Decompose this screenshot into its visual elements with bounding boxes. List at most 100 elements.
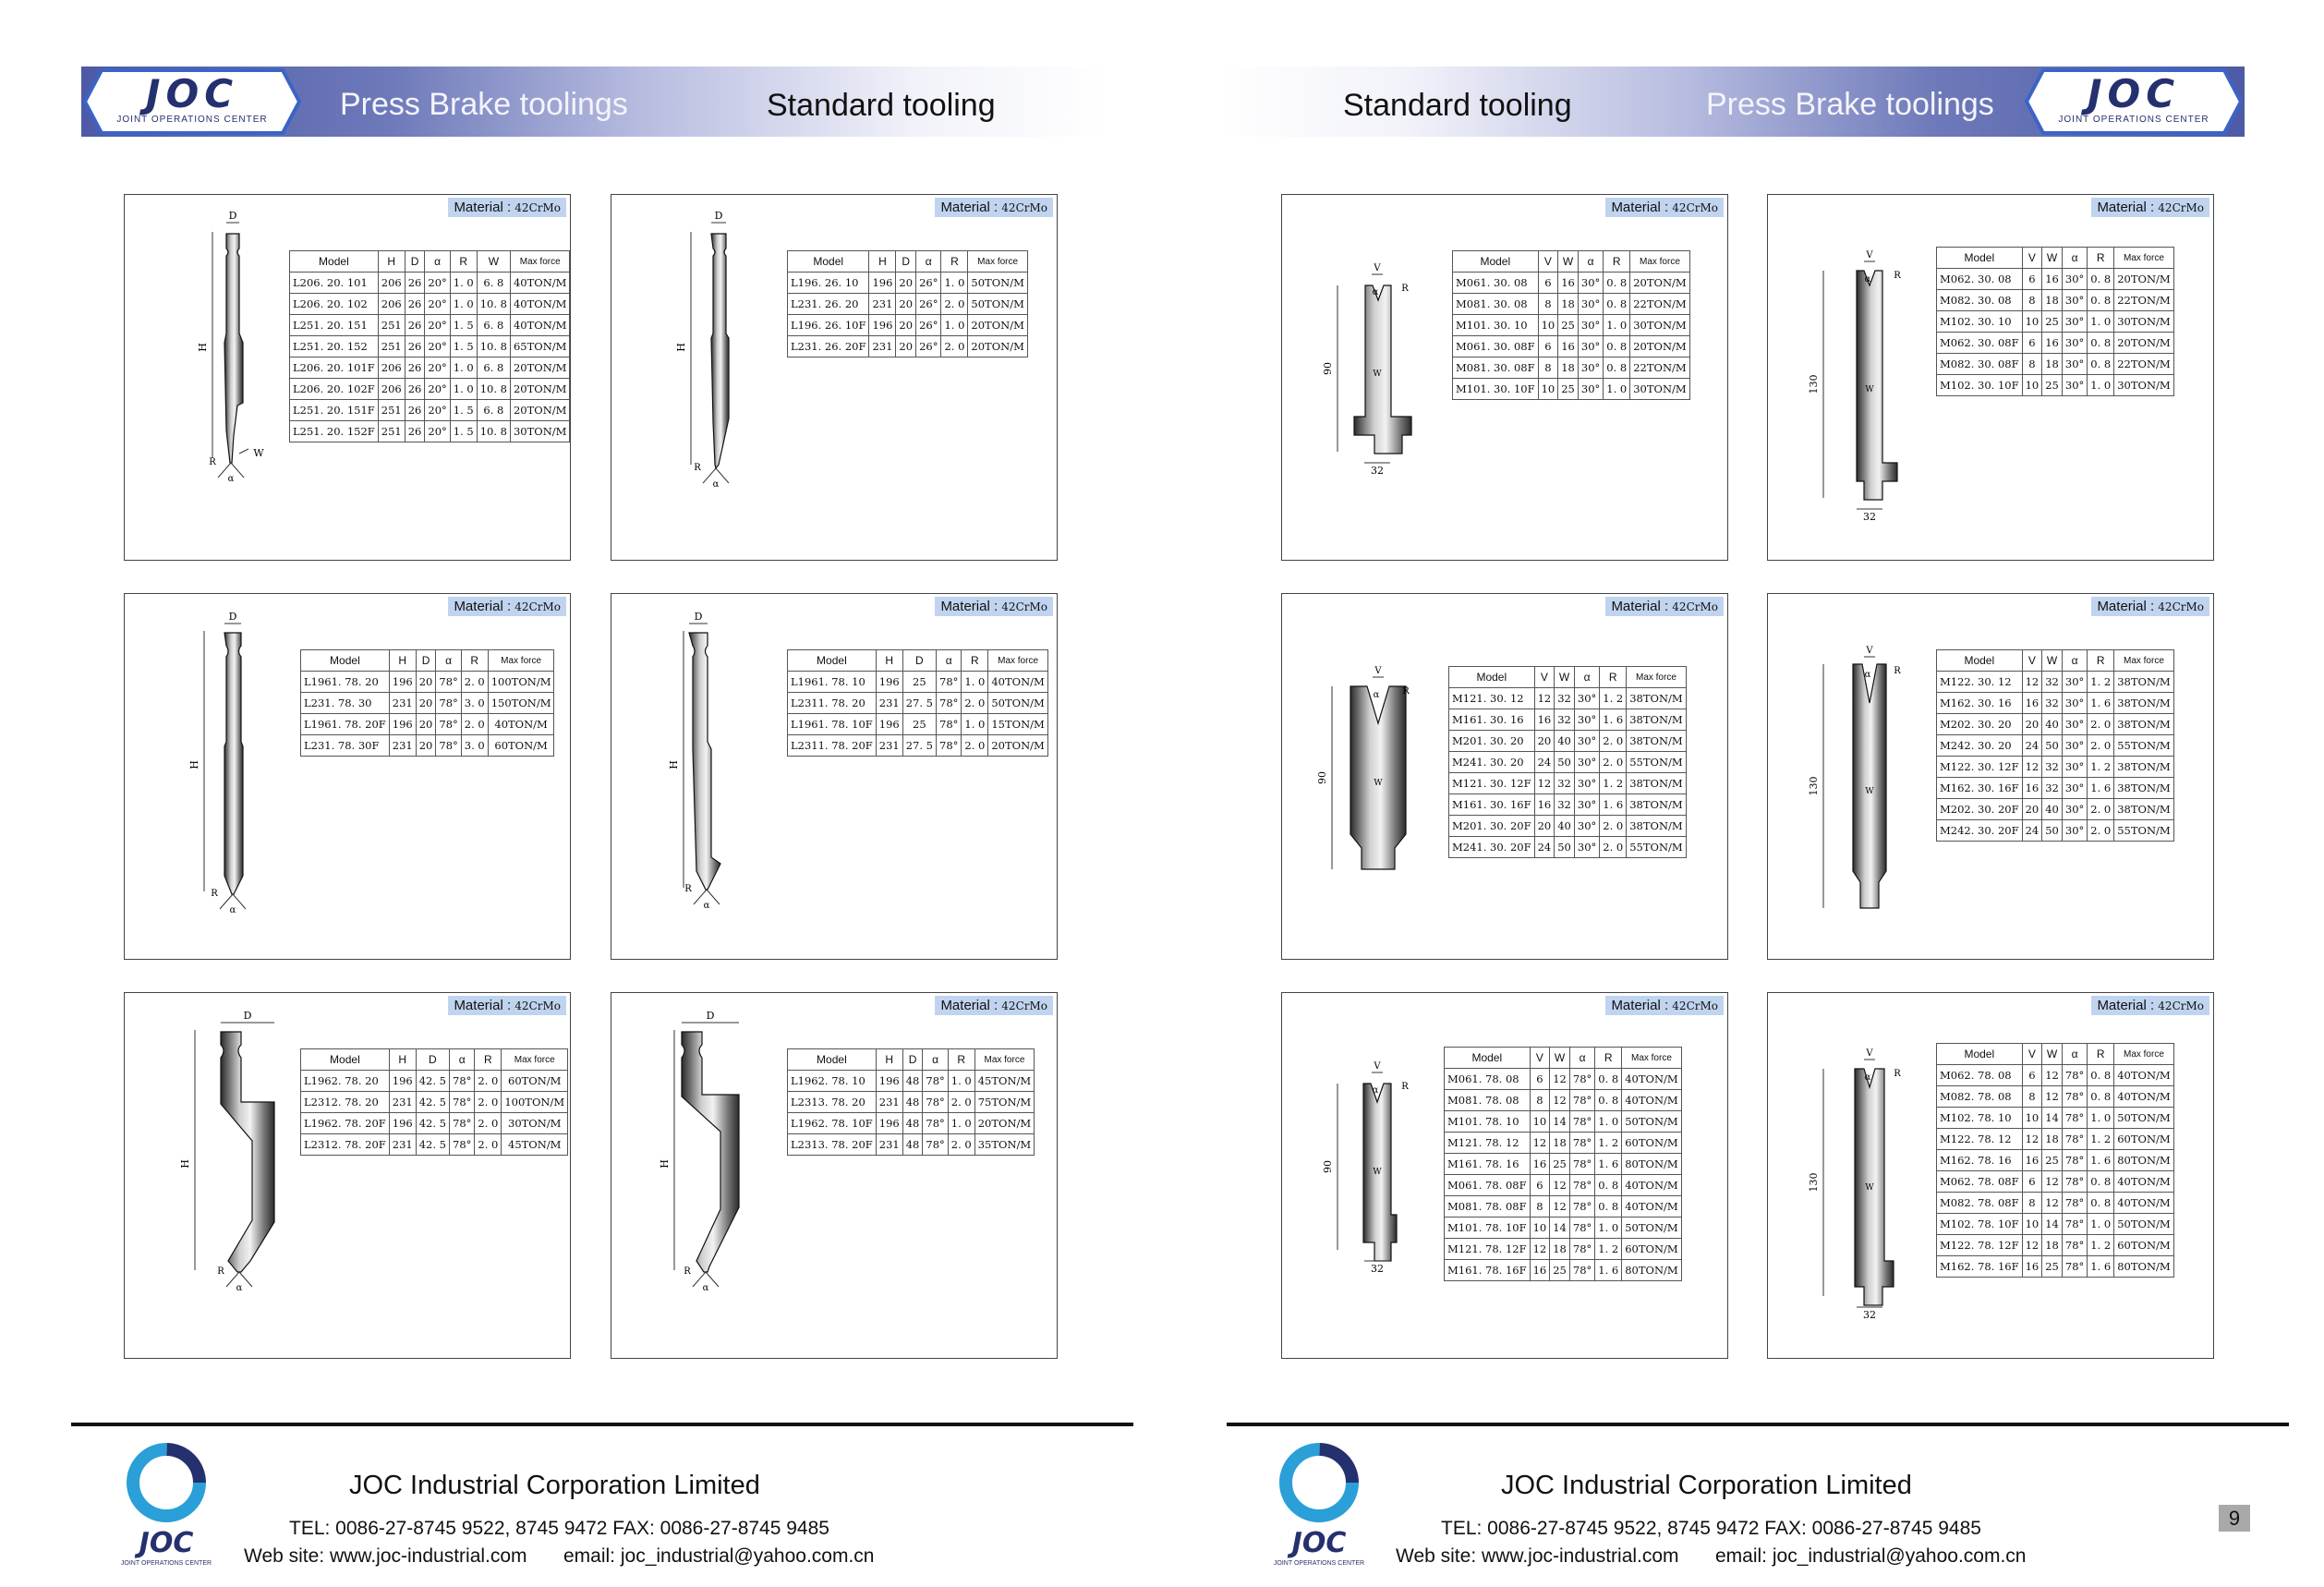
table-cell: 26 bbox=[404, 378, 426, 400]
material-label: Material : bbox=[1611, 200, 1673, 215]
table-cell: 40 bbox=[1554, 815, 1575, 837]
table-cell: 42. 5 bbox=[415, 1112, 451, 1134]
column-header: α bbox=[1573, 666, 1601, 688]
table-cell: 16 bbox=[2041, 268, 2063, 290]
column-header: Max force bbox=[967, 250, 1028, 273]
dimension-label: W bbox=[1374, 779, 1383, 788]
table-cell: 25 bbox=[1549, 1259, 1570, 1281]
dimension-line bbox=[238, 448, 249, 454]
table-cell: M161. 78. 16F bbox=[1444, 1259, 1531, 1281]
table-cell: 0. 8 bbox=[2087, 1170, 2115, 1193]
table-cell: 38TON/M bbox=[2113, 798, 2174, 820]
table-cell: 8 bbox=[1529, 1089, 1551, 1111]
table-cell: 6 bbox=[2021, 1064, 2043, 1086]
table-cell: 20° bbox=[424, 335, 451, 357]
table-cell: 20TON/M bbox=[509, 378, 571, 400]
table-cell: 196 bbox=[868, 272, 897, 294]
table-cell: 14 bbox=[1549, 1217, 1570, 1239]
table-cell: 20 bbox=[2021, 798, 2043, 820]
column-header: Max force bbox=[509, 250, 571, 273]
svg-text:JOC: JOC bbox=[1288, 1527, 1347, 1559]
table-cell: 30° bbox=[2061, 734, 2088, 757]
table-cell: 50TON/M bbox=[967, 293, 1028, 315]
table-cell: 60TON/M bbox=[2113, 1128, 2174, 1150]
table-cell: 78° bbox=[2061, 1213, 2088, 1235]
table-cell: 24 bbox=[1533, 751, 1555, 773]
material-tag: Material : 42CrMo bbox=[2091, 996, 2209, 1015]
table-cell: 10. 8 bbox=[476, 335, 511, 357]
table-cell: M241. 30. 20F bbox=[1448, 836, 1535, 858]
die-profile-icon bbox=[1856, 270, 1898, 501]
table-cell: 38TON/M bbox=[1626, 794, 1687, 816]
dimension-label: W bbox=[1865, 787, 1874, 796]
table-cell: 24 bbox=[1533, 836, 1555, 858]
table-cell: 196 bbox=[875, 671, 903, 693]
table-cell: 0. 8 bbox=[1603, 357, 1631, 379]
table-cell: 20TON/M bbox=[1629, 335, 1690, 357]
table-cell: 80TON/M bbox=[2113, 1149, 2174, 1171]
table-cell: 0. 8 bbox=[2087, 1085, 2115, 1108]
table-cell: 30° bbox=[1573, 709, 1601, 731]
column-header: α bbox=[935, 649, 962, 672]
footer-logo: JOC JOINT OPERATIONS CENTER bbox=[1273, 1441, 1365, 1570]
table-cell: 8 bbox=[1537, 293, 1559, 315]
material-label: Material : bbox=[454, 998, 515, 1013]
dimension-label: 90 bbox=[1316, 771, 1328, 784]
table-cell: 30° bbox=[2061, 374, 2088, 396]
table-cell: 20° bbox=[424, 399, 451, 421]
table-cell: 206 bbox=[377, 378, 405, 400]
table-cell: 78° bbox=[2061, 1192, 2088, 1214]
table-cell: 18 bbox=[2041, 1234, 2063, 1256]
table-cell: 78° bbox=[2061, 1170, 2088, 1193]
column-header: R bbox=[449, 250, 478, 273]
table-cell: 26° bbox=[915, 272, 942, 294]
column-header: V bbox=[2021, 649, 2043, 672]
material-label: Material : bbox=[940, 599, 1002, 614]
table-cell: L2311. 78. 20F bbox=[787, 734, 877, 757]
table-cell: 6 bbox=[2021, 1170, 2043, 1193]
table-cell: 40 bbox=[1554, 730, 1575, 752]
column-header: Model bbox=[289, 250, 379, 273]
table-cell: 48 bbox=[902, 1070, 924, 1092]
table-cell: 30° bbox=[1573, 836, 1601, 858]
table-cell: M161. 30. 16 bbox=[1448, 709, 1535, 731]
table-cell: 50 bbox=[2041, 734, 2063, 757]
column-header: V bbox=[1533, 666, 1555, 688]
table-cell: 231 bbox=[875, 1091, 903, 1113]
table-cell: M102. 30. 10F bbox=[1936, 374, 2023, 396]
dimension-line bbox=[706, 889, 720, 905]
table-cell: 38TON/M bbox=[2113, 756, 2174, 778]
table-cell: 14 bbox=[1549, 1110, 1570, 1133]
company-name: JOC Industrial Corporation Limited bbox=[349, 1471, 760, 1500]
table-cell: M062. 78. 08F bbox=[1936, 1170, 2023, 1193]
table-cell: 196 bbox=[875, 1070, 903, 1092]
table-cell: 1. 5 bbox=[449, 420, 478, 442]
table-cell: 45TON/M bbox=[501, 1133, 569, 1156]
dimension-line bbox=[238, 1271, 253, 1288]
dimension-label: D bbox=[715, 210, 723, 222]
table-cell: L1962. 78. 10F bbox=[787, 1112, 877, 1134]
table-cell: 20° bbox=[424, 420, 451, 442]
table-cell: 78° bbox=[1568, 1110, 1596, 1133]
column-header: Max force bbox=[2113, 247, 2174, 269]
table-cell: L2311. 78. 20 bbox=[787, 692, 877, 714]
table-cell: M082. 30. 08 bbox=[1936, 289, 2023, 311]
table-cell: 12 bbox=[1549, 1195, 1570, 1218]
table-cell: 32 bbox=[1554, 709, 1575, 731]
table-cell: 0. 8 bbox=[1603, 293, 1631, 315]
